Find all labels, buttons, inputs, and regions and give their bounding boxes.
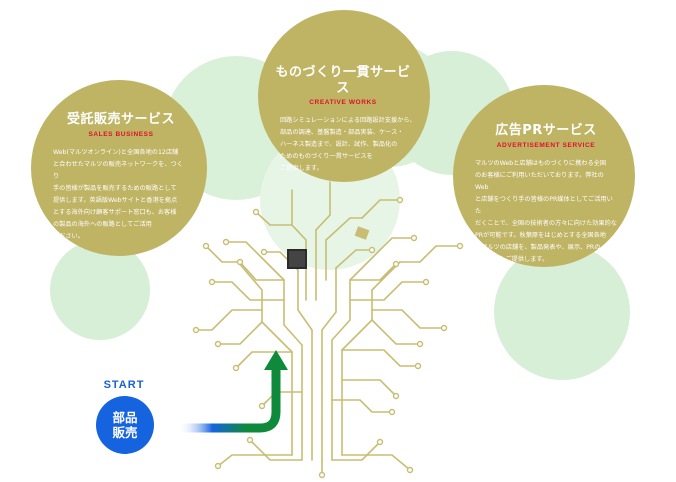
- arrow-up-icon: [178, 350, 288, 433]
- advertisement-service-circle[interactable]: 広告PRサービス ADVERTISEMENT SERVICE マルツのWebと店…: [453, 85, 635, 267]
- sales-business-subtitle: SALES BUSINESS: [88, 130, 154, 138]
- start-parts-sales-button[interactable]: 部品 販売: [96, 396, 154, 454]
- circuit-traces: [195, 181, 461, 476]
- creative-works-circle[interactable]: ものづくり一貫サービス CREATIVE WORKS 回路シミュレーションによる…: [258, 10, 430, 182]
- start-label: START: [103, 379, 145, 391]
- advertisement-service-subtitle: ADVERTISEMENT SERVICE: [496, 141, 596, 149]
- chip-icon: [287, 249, 307, 269]
- advertisement-service-title: 広告PRサービス: [495, 123, 597, 138]
- creative-works-subtitle: CREATIVE WORKS: [309, 99, 377, 107]
- advertisement-service-description: マルツのWebと店舗はものづくりに携わる全国 のお客様にご利用いただいております…: [475, 159, 617, 263]
- sales-business-description: Web(マルツオンライン)と全国各地の12店舗 と合わせたマルツの販売ネットワー…: [53, 148, 183, 240]
- creative-works-title: ものづくり一貫サービス: [275, 65, 411, 96]
- start-line-1: 部品: [112, 410, 138, 425]
- sales-business-circle[interactable]: 受託販売サービス SALES BUSINESS Web(マルツオンライン)と全国…: [31, 80, 207, 256]
- small-chip-icon: [354, 226, 370, 240]
- creative-works-description: 回路シミュレーションによる回路設計支援から、 部品の調達、基盤製造・部品実装、ケ…: [280, 117, 416, 173]
- start-line-2: 販売: [112, 425, 138, 440]
- trace-pads: [192, 196, 464, 479]
- sales-business-title: 受託販売サービス: [66, 112, 175, 127]
